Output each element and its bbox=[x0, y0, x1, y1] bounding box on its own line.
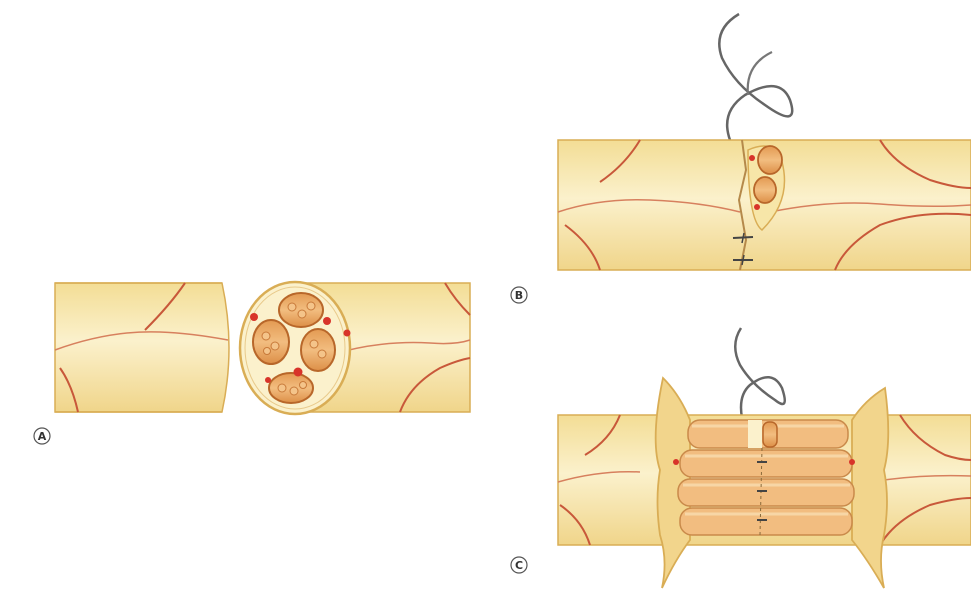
fascicle bbox=[253, 320, 289, 364]
blood-vessel-dot bbox=[265, 377, 271, 383]
nerve-cross-section bbox=[240, 282, 351, 414]
blood-vessel-dot bbox=[294, 368, 303, 377]
suture-thread-icon bbox=[719, 14, 792, 140]
svg-text:A: A bbox=[38, 430, 47, 443]
fascicle bbox=[301, 329, 335, 371]
svg-text:C: C bbox=[515, 559, 523, 572]
fascicle-graft bbox=[678, 420, 854, 535]
panel-b: B bbox=[511, 14, 971, 303]
panel-label-c: C bbox=[511, 557, 527, 573]
panel-label-b: B bbox=[511, 287, 527, 303]
panel-c: C bbox=[511, 328, 971, 588]
blood-vessel-dot bbox=[250, 313, 258, 321]
svg-text:B: B bbox=[515, 289, 523, 302]
fascicle bbox=[279, 293, 323, 327]
blood-vessel-dot bbox=[344, 330, 351, 337]
blood-vessel-dot bbox=[323, 317, 331, 325]
fascicle bbox=[269, 373, 313, 403]
nerve-stump-left bbox=[55, 283, 229, 412]
panel-a: A bbox=[34, 282, 470, 444]
panel-label-a: A bbox=[34, 428, 50, 444]
